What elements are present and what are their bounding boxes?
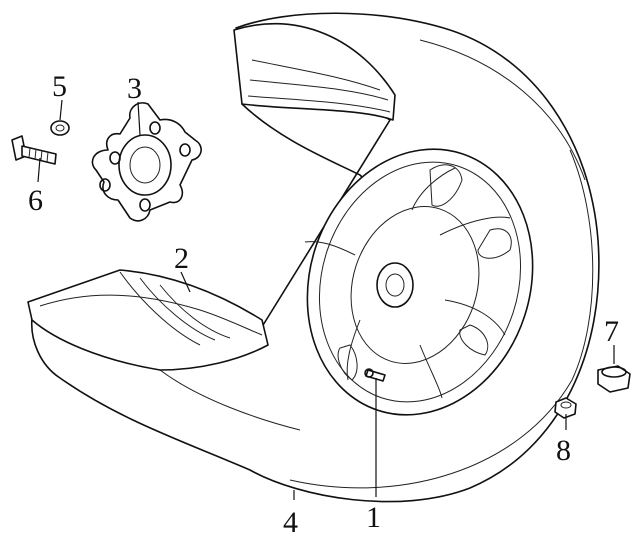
callout-5: 5 — [52, 70, 67, 103]
callout-3: 3 — [127, 72, 142, 105]
leader-lines — [37, 99, 615, 500]
callout-1: 1 — [366, 501, 381, 534]
callout-2: 2 — [174, 242, 189, 275]
washer — [50, 120, 70, 136]
wheel-nut — [597, 365, 631, 393]
wheel-rim — [304, 148, 534, 416]
small-nut — [554, 397, 577, 419]
callout-6: 6 — [28, 184, 43, 217]
tire-upper-cutaway — [233, 23, 396, 201]
callout-8: 8 — [556, 434, 571, 467]
valve-stem — [364, 368, 386, 382]
callout-7: 7 — [604, 315, 619, 348]
stud-bolt — [11, 135, 57, 165]
callout-4: 4 — [283, 506, 298, 539]
tire-cutaway-section — [27, 269, 269, 371]
hub-flange — [91, 102, 202, 222]
